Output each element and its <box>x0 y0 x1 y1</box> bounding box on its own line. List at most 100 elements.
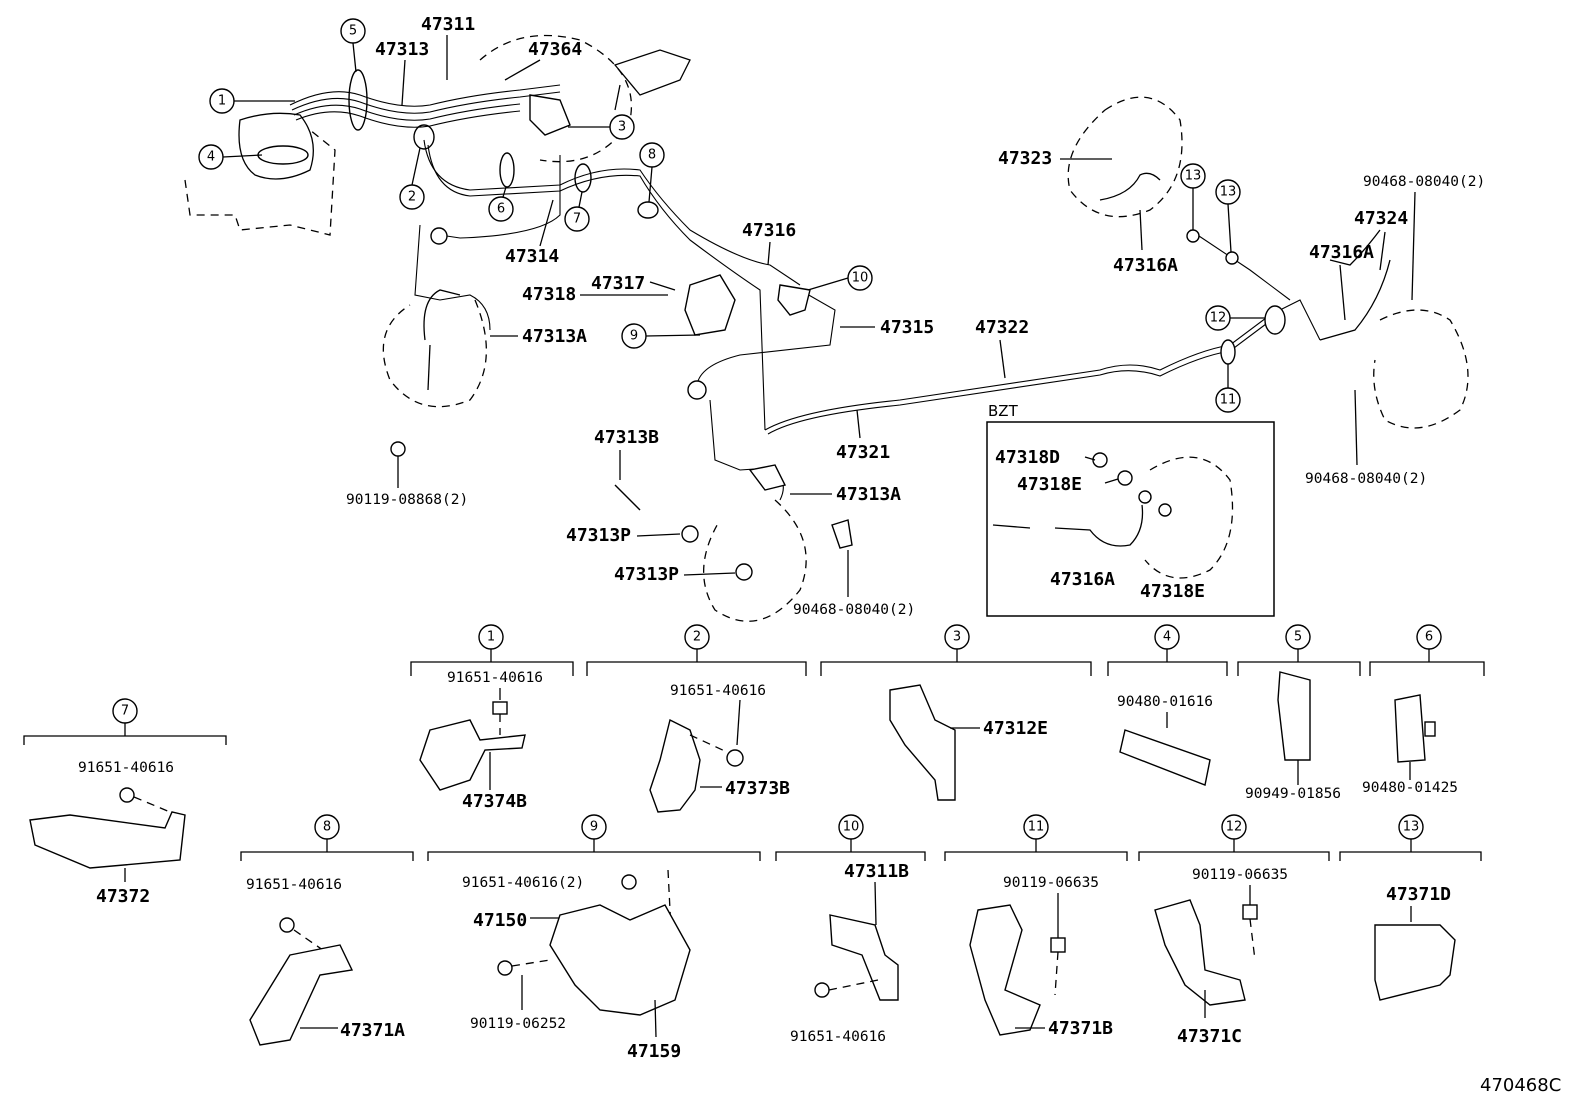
label-47322: 47322 <box>975 317 1029 338</box>
bracket-3-shape <box>529 94 571 136</box>
detail-group-7: 7 91651-40616 47372 <box>23 698 227 907</box>
label-90468-bot: 90468-08040(2) <box>1305 471 1427 487</box>
callout-2: 2 <box>399 147 425 210</box>
g9-label-90119-06252: 90119-06252 <box>470 1016 566 1032</box>
svg-text:11: 11 <box>1220 393 1237 408</box>
label-47316A-left: 47316A <box>1113 255 1178 276</box>
svg-text:4: 4 <box>207 150 215 165</box>
master-cylinder-assembly <box>184 34 691 236</box>
svg-text:5: 5 <box>349 24 357 39</box>
svg-text:2: 2 <box>693 630 701 645</box>
svg-text:11: 11 <box>1028 820 1045 835</box>
svg-text:13: 13 <box>1185 169 1202 184</box>
clamp-5-ellipse <box>348 69 368 131</box>
callout-6: 6 <box>488 186 514 222</box>
g4-clamp-90480-01616 <box>1119 729 1211 786</box>
g11-bracket-47371B <box>969 904 1041 1036</box>
detail-group-1: 1 91651-40616 47374B <box>410 624 574 812</box>
bzt-inset-title: BZT <box>988 402 1019 420</box>
g11-label-90119-06635: 90119-06635 <box>1003 875 1099 891</box>
label-47313A-top: 47313A <box>522 326 587 347</box>
label-47318: 47318 <box>522 284 576 305</box>
g11-label-47371B: 47371B <box>1048 1018 1113 1039</box>
svg-text:10: 10 <box>843 820 860 835</box>
svg-text:8: 8 <box>648 148 656 163</box>
detail-group-6: 6 90480-01425 <box>1362 624 1485 796</box>
detail-group-10: 10 47311B 91651-40616 <box>775 814 926 1045</box>
g7-label-91651: 91651-40616 <box>78 760 174 776</box>
callout-8: 8 <box>639 142 665 203</box>
label-90119-08868: 90119-08868(2) <box>346 492 468 508</box>
g12-label-90119-06635: 90119-06635 <box>1192 867 1288 883</box>
clamp-8-ellipse <box>637 201 659 219</box>
g8-bracket-47371A <box>249 944 354 1046</box>
g1-bracket-47374B <box>419 719 526 791</box>
svg-text:7: 7 <box>573 212 581 227</box>
g7-bracket-47372 <box>29 811 186 869</box>
clamp-4-ellipse <box>257 145 309 165</box>
g12-label-47371C: 47371C <box>1177 1026 1242 1047</box>
g5-label-90949-01856: 90949-01856 <box>1245 786 1341 802</box>
valve-47318 <box>684 274 736 336</box>
detail-group-5: 5 90949-01856 <box>1237 624 1361 802</box>
rear-brakes <box>1067 96 1469 429</box>
label-47324: 47324 <box>1354 208 1408 229</box>
g1-label-91651: 91651-40616 <box>447 670 543 686</box>
svg-text:7: 7 <box>121 704 129 719</box>
label-47313P-2: 47313P <box>614 564 679 585</box>
g10-bracket-47311B <box>829 914 899 1001</box>
g3-bracket-47312E <box>889 684 956 801</box>
callout-11: 11 <box>1215 364 1241 413</box>
g8-label-47371A: 47371A <box>340 1020 405 1041</box>
g9-label-47150: 47150 <box>473 910 527 931</box>
g6-label-90480-01425: 90480-01425 <box>1362 780 1458 796</box>
label-47317: 47317 <box>591 273 645 294</box>
callout-5: 5 <box>340 18 366 73</box>
bzt-label-47318D: 47318D <box>995 447 1060 468</box>
label-47315: 47315 <box>880 317 934 338</box>
clamp-6-ellipse <box>499 152 515 188</box>
svg-text:2: 2 <box>408 190 416 205</box>
left-front-brake <box>382 227 488 470</box>
g6-clamp-90480-01425 <box>1394 694 1426 763</box>
svg-text:8: 8 <box>323 820 331 835</box>
g9-label-91651: 91651-40616(2) <box>462 875 584 891</box>
callout-13-a: 13 <box>1180 163 1206 230</box>
brake-tube-lines <box>289 84 1321 501</box>
g13-label-47371D: 47371D <box>1386 884 1451 905</box>
nut-47313P-1 <box>681 525 699 543</box>
label-47323: 47323 <box>998 148 1052 169</box>
label-47316A-right: 47316A <box>1309 242 1374 263</box>
bzt-label-47318E-1: 47318E <box>1017 474 1082 495</box>
svg-text:4: 4 <box>1163 630 1171 645</box>
svg-text:12: 12 <box>1210 311 1227 326</box>
clamp-2-ellipse <box>413 124 435 150</box>
nut-47313P-2 <box>735 563 753 581</box>
svg-text:6: 6 <box>1425 630 1433 645</box>
g10-label-47311B: 47311B <box>844 861 909 882</box>
svg-text:5: 5 <box>1294 630 1302 645</box>
g2-label-91651: 91651-40616 <box>670 683 766 699</box>
label-47321: 47321 <box>836 442 890 463</box>
detail-group-8: 8 91651-40616 47371A <box>240 814 414 1046</box>
diagram-id: 470468C <box>1480 1075 1561 1096</box>
svg-text:9: 9 <box>630 329 638 344</box>
callout-13-b: 13 <box>1215 179 1241 253</box>
svg-text:13: 13 <box>1220 185 1237 200</box>
svg-text:9: 9 <box>590 820 598 835</box>
bzt-inset: BZT 47318D 47318E 47316A 47318E <box>986 402 1275 617</box>
g10-label-91651: 91651-40616 <box>790 1029 886 1045</box>
g7-label-47372: 47372 <box>96 886 150 907</box>
center-valves <box>614 274 853 622</box>
callout-9: 9 <box>621 323 701 349</box>
label-90468-mid: 90468-08040(2) <box>793 602 915 618</box>
callout-7: 7 <box>564 191 590 232</box>
label-47313B: 47313B <box>594 427 659 448</box>
svg-text:6: 6 <box>497 202 505 217</box>
label-47311: 47311 <box>421 14 475 35</box>
g13-clamp-47371D <box>1374 924 1456 1001</box>
detail-group-13: 13 47371D <box>1339 814 1482 1001</box>
label-47313P-1: 47313P <box>566 525 631 546</box>
label-47313: 47313 <box>375 39 429 60</box>
